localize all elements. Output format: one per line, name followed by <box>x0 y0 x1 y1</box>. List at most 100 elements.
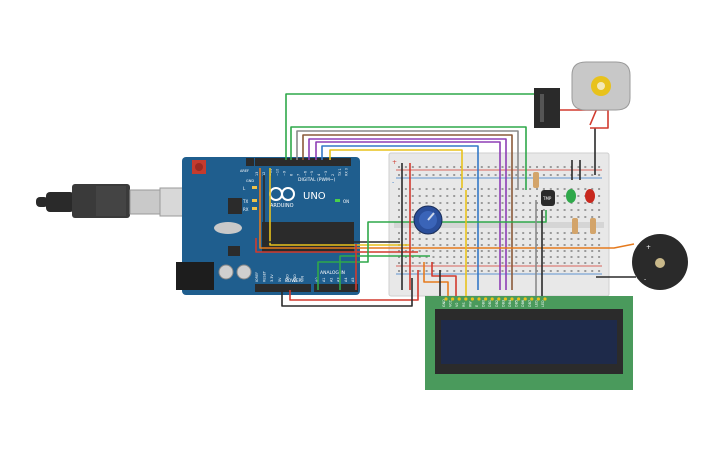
bb-hole <box>439 209 442 211</box>
bb-hole <box>598 244 601 246</box>
bb-hole <box>418 270 421 272</box>
wire-relay-motor <box>560 109 609 129</box>
bb-hole <box>515 262 518 264</box>
bb-hole <box>501 188 504 190</box>
bb-hole <box>577 166 580 168</box>
bb-hole <box>529 202 532 204</box>
bb-hole <box>529 188 532 190</box>
lcd-pin-pad <box>470 297 474 301</box>
bb-hole <box>432 256 435 258</box>
bb-hole <box>549 270 552 272</box>
bb-hole <box>536 232 538 234</box>
bb-hole <box>549 238 552 240</box>
dc-motor <box>571 61 631 111</box>
bb-hole <box>425 262 428 264</box>
wire-purple-1 <box>308 138 507 290</box>
bb-hole <box>584 232 587 234</box>
digital-pin-6: 7 <box>296 174 300 176</box>
bb-hole <box>501 232 504 234</box>
bb-hole <box>473 209 476 211</box>
bb-hole <box>404 256 407 258</box>
bb-hole <box>487 270 490 272</box>
potentiometer-indicator <box>427 212 435 221</box>
bb-hole <box>549 244 552 246</box>
bb-hole <box>591 238 594 240</box>
lcd-pins-15: LED <box>541 300 545 307</box>
bb-hole <box>425 256 428 258</box>
bb-hole <box>480 238 483 240</box>
bb-hole <box>508 188 511 190</box>
bb-hole <box>570 216 573 218</box>
bb-hole <box>584 270 587 272</box>
bb-hole <box>501 244 504 246</box>
bb-hole <box>563 174 566 176</box>
relay-label-strip <box>540 94 544 122</box>
bb-hole <box>411 238 414 240</box>
bb-hole <box>598 166 601 168</box>
bb-hole <box>473 174 476 176</box>
wires <box>255 93 636 307</box>
bb-hole <box>411 244 414 246</box>
bb-hole <box>494 256 497 258</box>
digital-pin-5: 8 <box>290 174 294 176</box>
bb-hole <box>536 195 538 197</box>
resistor-3 <box>590 218 596 234</box>
power-pin-4: GND <box>285 274 289 282</box>
bb-hole <box>460 188 463 190</box>
bb-hole <box>439 174 442 176</box>
bb-hole <box>591 209 594 211</box>
bb-hole <box>563 232 566 234</box>
bb-hole <box>473 195 476 197</box>
bb-hole <box>508 202 511 204</box>
bb-hole <box>425 166 428 168</box>
digital-pin-12: TX 1 <box>338 168 342 177</box>
bb-hole <box>598 238 601 240</box>
capacitor-2 <box>236 264 252 280</box>
bb-hole <box>425 270 428 272</box>
lcd-pin-pad <box>530 297 534 301</box>
bb-hole <box>598 256 601 258</box>
bb-hole <box>501 250 504 252</box>
digital-header <box>255 158 351 166</box>
bb-hole <box>480 270 483 272</box>
lcd-pin-pad <box>464 297 468 301</box>
bb-hole <box>542 256 545 258</box>
bb-hole <box>549 256 552 258</box>
bb-hole <box>591 270 594 272</box>
bb-hole <box>467 209 469 211</box>
motor-shaft <box>597 82 605 90</box>
bb-hole <box>591 216 594 218</box>
bb-hole <box>563 262 566 264</box>
bb-hole <box>398 195 400 197</box>
bb-hole <box>487 232 490 234</box>
bb-hole <box>473 256 476 258</box>
bb-hole <box>584 256 587 258</box>
bb-hole <box>446 202 449 204</box>
resistor-2 <box>572 218 578 234</box>
bb-hole <box>473 250 476 252</box>
lcd-pins-5: E <box>475 305 479 307</box>
bb-hole <box>404 250 407 252</box>
lcd-pins-6: DB0 <box>482 300 486 307</box>
bb-hole <box>460 174 463 176</box>
bb-hole <box>425 238 428 240</box>
bb-hole <box>556 250 559 252</box>
bb-hole <box>508 216 511 218</box>
bb-hole <box>529 232 532 234</box>
bb-hole <box>467 195 469 197</box>
l-led <box>252 186 257 189</box>
bb-hole <box>418 195 421 197</box>
bb-hole <box>439 250 442 252</box>
bb-hole <box>487 216 490 218</box>
bb-hole <box>529 256 532 258</box>
led-red <box>585 189 595 203</box>
rx-led-label: RX <box>243 207 249 212</box>
bb-hole <box>473 188 476 190</box>
bb-hole <box>501 195 504 197</box>
buzzer-plus-label: + <box>646 244 651 251</box>
potentiometer[interactable] <box>413 205 443 235</box>
l-led-label: L <box>243 186 246 191</box>
resistor-1 <box>533 172 539 188</box>
